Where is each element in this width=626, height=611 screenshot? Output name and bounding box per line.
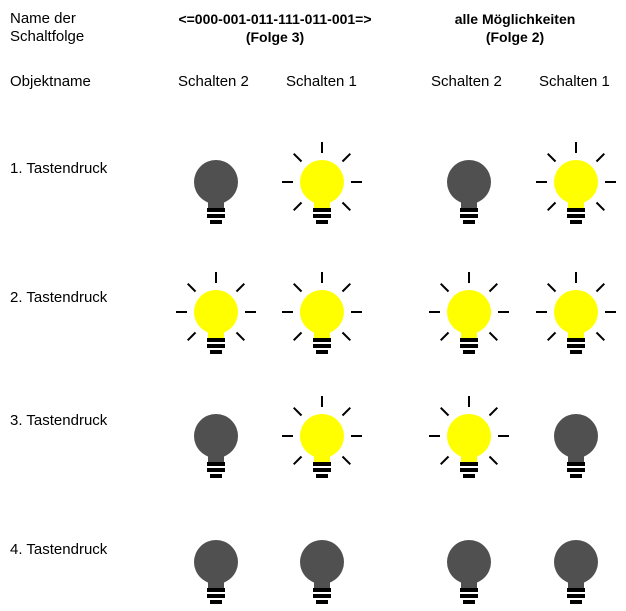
bulb-base (567, 588, 585, 604)
bulb-base (313, 462, 331, 478)
light-rays (282, 142, 362, 212)
bulb-on-icon (282, 272, 362, 354)
sequence-name-label: Name der Schaltfolge (10, 10, 85, 45)
bulb-neck (461, 578, 477, 588)
bulb-on-icon (282, 142, 362, 224)
bulb-off-icon (194, 540, 238, 604)
bulb-neck (208, 452, 224, 462)
bulb-base (313, 588, 331, 604)
bulb-glass (300, 290, 344, 334)
bulb-base (567, 462, 585, 478)
bulb-on-icon (536, 272, 616, 354)
bulb-on-icon (429, 396, 509, 478)
bulb-base (313, 338, 331, 354)
bulb-neck (568, 452, 584, 462)
row-label-4: 4. Tastendruck (10, 541, 108, 558)
bulb-off-icon (194, 160, 238, 224)
bulb-glass (554, 540, 598, 584)
object-name-label: Objektname (10, 73, 91, 90)
bulb-base (460, 338, 478, 354)
light-rays (282, 272, 362, 342)
bulb-base (207, 588, 225, 604)
light-rays (429, 272, 509, 342)
bulb-base (460, 208, 478, 224)
bulb-glass (554, 414, 598, 458)
bulb-glass (194, 540, 238, 584)
column-header-group1-switch2: Schalten 2 (178, 73, 249, 90)
bulb-glass (300, 540, 344, 584)
sequence-3-title: (Folge 3) (245, 29, 305, 45)
bulb-base (207, 208, 225, 224)
bulb-glass (194, 414, 238, 458)
bulb-base (567, 208, 585, 224)
light-rays (176, 272, 256, 342)
sequence-2-header: alle Möglichkeiten (Folge 2) (415, 10, 615, 46)
bulb-neck (314, 328, 330, 338)
bulb-glass (300, 160, 344, 204)
bulb-neck (461, 198, 477, 208)
bulb-off-icon (300, 540, 344, 604)
bulb-neck (208, 578, 224, 588)
bulb-base (313, 208, 331, 224)
bulb-on-icon (536, 142, 616, 224)
bulb-neck (461, 328, 477, 338)
bulb-base (460, 462, 478, 478)
sequence-3-pattern: <=000-001-011-111-011-001=> (178, 11, 372, 27)
bulb-neck (314, 578, 330, 588)
bulb-glass (447, 290, 491, 334)
column-header-group2-switch1: Schalten 1 (539, 73, 610, 90)
bulb-glass (447, 414, 491, 458)
bulb-off-icon (554, 414, 598, 478)
sequence-3-header: <=000-001-011-111-011-001=> (Folge 3) (140, 10, 410, 46)
bulb-neck (208, 198, 224, 208)
bulb-neck (461, 452, 477, 462)
light-rays (429, 396, 509, 466)
bulb-base (460, 588, 478, 604)
bulb-neck (314, 198, 330, 208)
light-rays (536, 272, 616, 342)
bulb-glass (300, 414, 344, 458)
bulb-neck (568, 198, 584, 208)
bulb-base (207, 338, 225, 354)
column-header-group1-switch1: Schalten 1 (286, 73, 357, 90)
bulb-glass (447, 540, 491, 584)
bulb-off-icon (447, 540, 491, 604)
row-label-1: 1. Tastendruck (10, 160, 108, 177)
row-label-2: 2. Tastendruck (10, 289, 108, 306)
sequence-2-pattern: alle Möglichkeiten (454, 11, 576, 27)
bulb-glass (447, 160, 491, 204)
bulb-neck (208, 328, 224, 338)
bulb-base (207, 462, 225, 478)
bulb-base (567, 338, 585, 354)
bulb-off-icon (554, 540, 598, 604)
bulb-neck (568, 578, 584, 588)
bulb-glass (554, 160, 598, 204)
row-label-3: 3. Tastendruck (10, 412, 108, 429)
bulb-on-icon (282, 396, 362, 478)
bulb-off-icon (447, 160, 491, 224)
light-rays (536, 142, 616, 212)
bulb-neck (314, 452, 330, 462)
sequence-2-title: (Folge 2) (485, 29, 545, 45)
bulb-neck (568, 328, 584, 338)
bulb-off-icon (194, 414, 238, 478)
light-rays (282, 396, 362, 466)
column-header-group2-switch2: Schalten 2 (431, 73, 502, 90)
bulb-on-icon (429, 272, 509, 354)
bulb-on-icon (176, 272, 256, 354)
bulb-glass (194, 290, 238, 334)
bulb-glass (554, 290, 598, 334)
bulb-glass (194, 160, 238, 204)
